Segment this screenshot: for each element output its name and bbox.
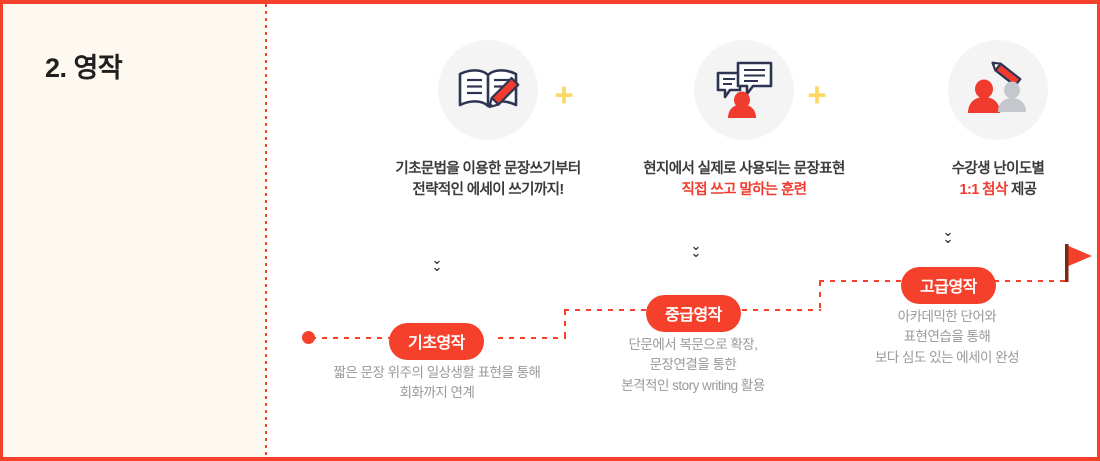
goal-flag-icon — [1062, 244, 1100, 284]
feature-text: 수강생 난이도별 1:1 첨삭 제공 — [883, 159, 1100, 201]
feature-line-plain-part: 제공 — [1007, 182, 1037, 199]
chevron-down-icon: ⌄ ⌄ — [937, 224, 959, 246]
feature-column-basic-grammar: 기초문법을 이용한 문장쓰기부터 전략적인 에세이 쓰기까지! — [373, 40, 603, 201]
feature-line: 기초문법을 이용한 문장쓰기부터 — [395, 161, 581, 177]
path-segment — [564, 309, 647, 311]
path-start-dot — [302, 331, 315, 344]
feature-line: 수강생 난이도별 — [951, 161, 1045, 177]
path-segment — [731, 309, 821, 311]
path-segment — [311, 337, 421, 339]
left-title-panel: 2. 영작 — [3, 4, 265, 457]
content-panel: 기초문법을 이용한 문장쓰기부터 전략적인 에세이 쓰기까지! + — [265, 4, 1097, 457]
chevron-glyph: ⌄ — [690, 245, 702, 260]
stage-description-intermediate: 단문에서 복문으로 확장, 문장연결을 통한 본격적인 story writin… — [621, 337, 765, 393]
stage-badge-basic[interactable]: 기초영작 — [389, 323, 484, 360]
icon-circle — [694, 40, 794, 140]
feature-line-accent: 1:1 첨삭 제공 — [883, 180, 1100, 201]
speech-bubbles-person-icon — [713, 58, 775, 123]
feature-column-native-expressions: 현지에서 실제로 사용되는 문장표현 직접 쓰고 말하는 훈련 — [629, 40, 859, 201]
feature-column-one-on-one-feedback: 수강생 난이도별 1:1 첨삭 제공 — [883, 40, 1100, 201]
stage-description-advanced: 아카데믹한 단어와 표현연습을 통해 보다 심도 있는 에세이 완성 — [874, 309, 1020, 365]
stage-badge-advanced[interactable]: 고급영작 — [901, 267, 996, 304]
icon-circle — [438, 40, 538, 140]
stage-description-basic: 짧은 문장 위주의 일상생활 표현을 통해 회화까지 연계 — [333, 365, 541, 401]
chevron-glyph: ⌄ — [431, 259, 443, 274]
path-segment — [819, 281, 821, 310]
chevron-glyph: ⌄ — [942, 224, 954, 239]
chevron-glyph: ⌄ — [942, 231, 954, 246]
chevron-down-icon: ⌄ ⌄ — [426, 252, 448, 274]
icon-circle — [948, 40, 1048, 140]
path-segment — [498, 337, 566, 339]
stage-badge-intermediate[interactable]: 중급영작 — [646, 295, 741, 332]
feature-line-accent-part: 1:1 첨삭 — [959, 182, 1009, 199]
plus-icon: + — [807, 76, 827, 113]
chevron-glyph: ⌄ — [690, 238, 702, 253]
plus-icon: + — [554, 76, 574, 113]
chevron-glyph: ⌄ — [431, 252, 443, 267]
book-pencil-icon — [456, 58, 520, 123]
page-title: 2. 영작 — [45, 53, 123, 83]
path-segment — [564, 310, 566, 339]
path-segment — [983, 280, 1066, 282]
two-people-pencil-icon — [965, 59, 1031, 122]
feature-line: 전략적인 에세이 쓰기까지! — [412, 182, 564, 199]
feature-text: 기초문법을 이용한 문장쓰기부터 전략적인 에세이 쓰기까지! — [373, 159, 603, 201]
feature-line: 현지에서 실제로 사용되는 문장표현 — [643, 161, 845, 177]
feature-text: 현지에서 실제로 사용되는 문장표현 직접 쓰고 말하는 훈련 — [629, 159, 859, 201]
chevron-down-icon: ⌄ ⌄ — [685, 238, 707, 260]
feature-line-accent: 직접 쓰고 말하는 훈련 — [681, 182, 808, 199]
path-segment — [819, 280, 901, 282]
vertical-dotted-divider — [265, 4, 267, 457]
